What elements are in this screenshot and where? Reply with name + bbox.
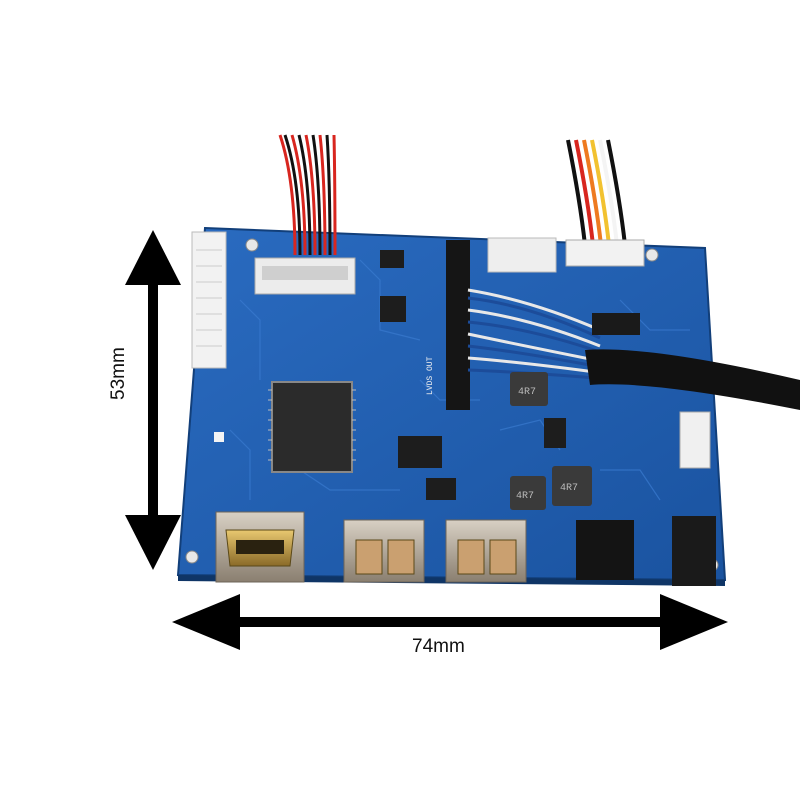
lvds-label: LVDS OUT [426,356,435,395]
jumper-block [380,296,406,322]
usb-port-2 [445,519,527,583]
lvds-header [446,240,470,410]
inductor-1: 4R7 [510,372,548,406]
small-white-part [214,432,224,442]
top-right-cable [566,139,627,246]
right-connector [679,411,711,469]
inductor-2: 4R7 [510,476,546,510]
twisted-wires [467,288,601,380]
height-label: 53mm [108,347,129,400]
width-label: 74mm [412,636,465,657]
hdmi-port [215,511,305,583]
main-processor [271,381,353,473]
left-connector [191,231,227,369]
ic-mid [398,436,442,468]
height-arrow [125,230,181,570]
width-arrow [172,594,728,650]
svg-text:4R7: 4R7 [518,387,536,398]
svg-text:4R7: 4R7 [560,483,578,494]
svg-text:4R7: 4R7 [516,491,534,502]
top-cable [278,134,337,256]
audio-jack [672,516,716,586]
ic-small-top [592,313,640,335]
white-header [487,237,557,273]
inductor-3: 4R7 [552,466,592,506]
top-right-connector [565,239,645,267]
black-cable [585,349,800,410]
usb-port-1 [343,519,425,583]
ic-right [544,418,566,448]
ic-small-mid [426,478,456,500]
ic-topleft [380,250,404,268]
dc-jack [576,520,634,580]
